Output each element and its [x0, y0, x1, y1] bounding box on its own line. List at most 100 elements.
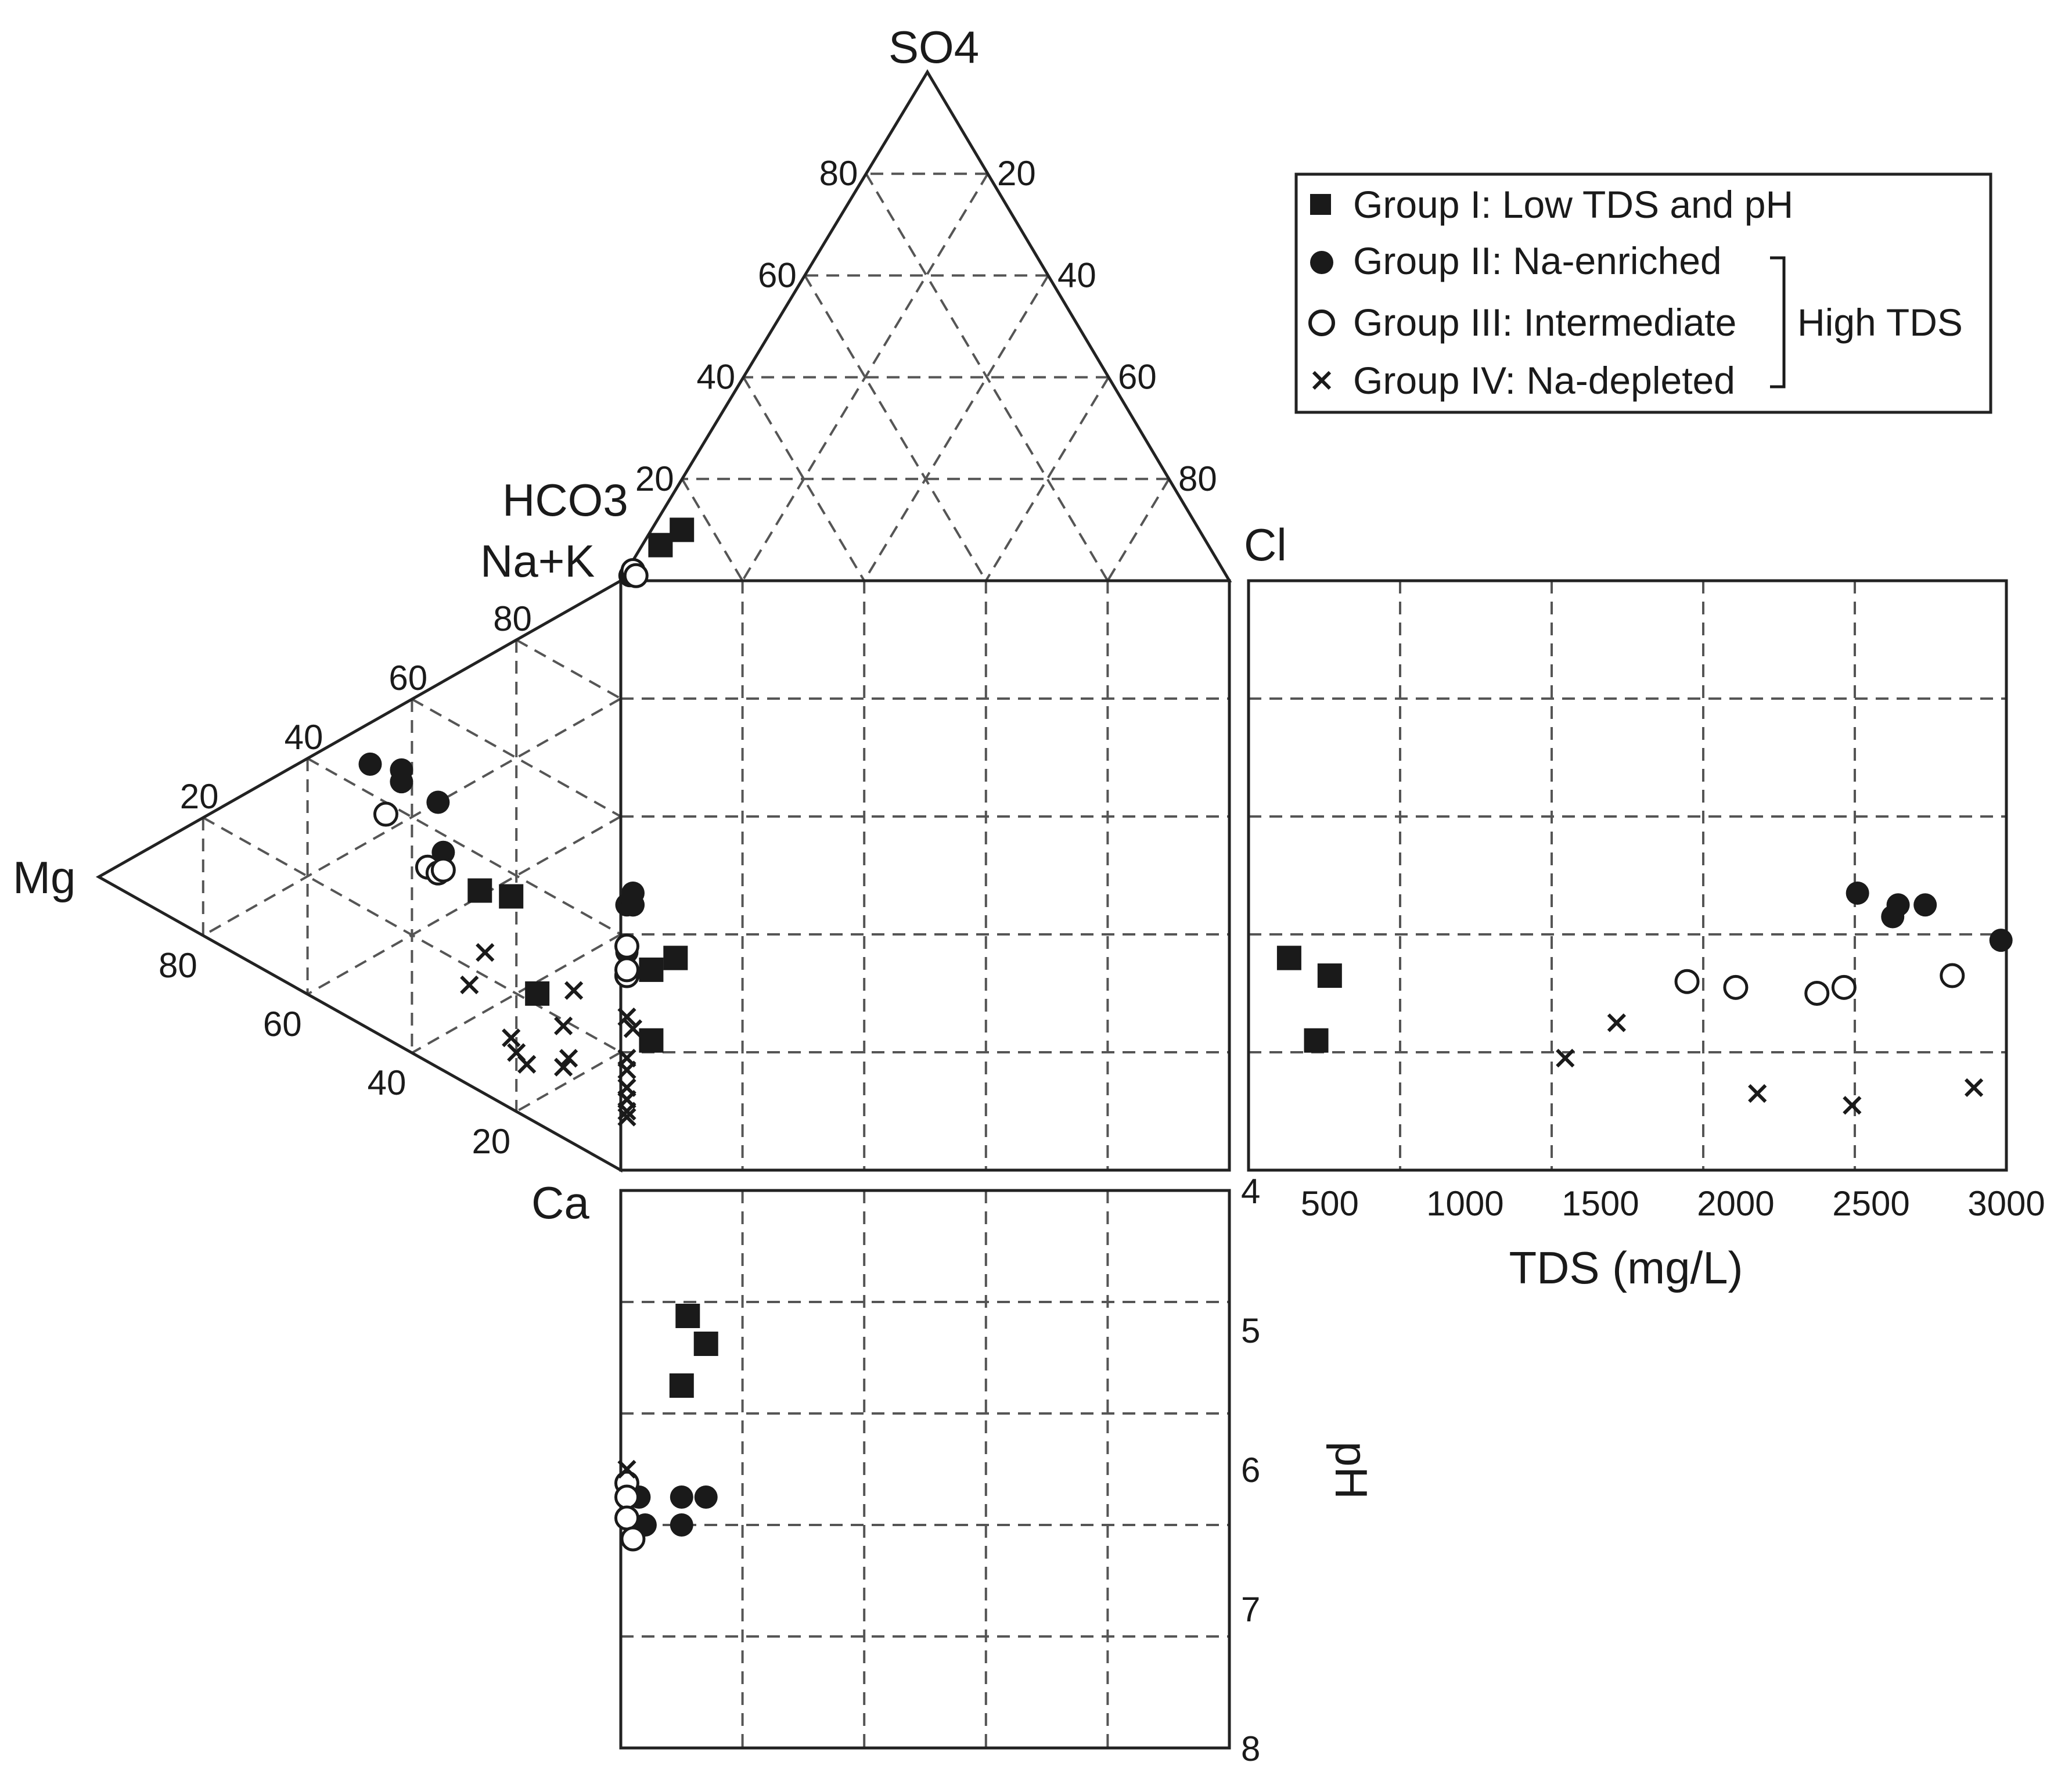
tds-data-point [1846, 881, 1869, 905]
tds-tick-label: 2000 [1697, 1184, 1774, 1223]
tds-data-point [1913, 893, 1937, 917]
tds-plot-frame [1247, 579, 2008, 1172]
nak-label: Na+K [480, 535, 595, 587]
tds-data-point [1674, 969, 1700, 994]
cation-triangle-grid [307, 815, 621, 995]
ph-data-point [617, 1459, 636, 1479]
cation-data-point [564, 981, 584, 1000]
cation-upper-tick-label: 80 [493, 599, 532, 638]
tds-tick-label: 1000 [1426, 1184, 1503, 1223]
cation-data-point [553, 1057, 573, 1077]
cation-upper-tick-label: 40 [285, 718, 323, 757]
cation-lower-tick-label: 20 [472, 1122, 510, 1161]
cation-data-point [476, 943, 495, 962]
tds-data-point [1843, 1096, 1862, 1115]
anion-left-tick-label: 80 [819, 154, 858, 193]
cation-triangle-grid [202, 816, 621, 1053]
data-points [358, 517, 2013, 1552]
tds-data-point [1317, 963, 1342, 988]
legend-label-group-1: Group I: Low TDS and pH [1353, 183, 1793, 226]
tds-data-point [1881, 905, 1905, 929]
cation-data-point [430, 857, 456, 883]
tds-data-point [1831, 974, 1857, 1000]
ph-data-point [670, 1513, 693, 1537]
square-data-point [639, 1028, 664, 1053]
anion-triangle-grid [742, 376, 865, 582]
anion-data-point [670, 517, 695, 542]
tds-data-point [1276, 945, 1301, 970]
legend-label-group-2: Group II: Na-enriched [1353, 239, 1722, 282]
tds-tick-label: 3000 [1967, 1184, 2045, 1223]
square-data-point [663, 945, 688, 970]
cation-data-point [553, 1016, 573, 1035]
anion-left-tick-label: 60 [758, 256, 797, 294]
cation-data-point [390, 758, 413, 782]
cation-data-point [502, 1028, 521, 1048]
cation-upper-tick-label: 20 [180, 777, 219, 816]
cation-data-point [499, 884, 524, 909]
tds-data-point [1556, 1049, 1575, 1068]
ph-data-point [669, 1373, 694, 1398]
anion-data-point [648, 533, 673, 557]
tds-data-point [1964, 1078, 1984, 1098]
cation-lower-tick-label: 80 [159, 946, 197, 985]
anion-right-tick-label: 60 [1118, 358, 1157, 397]
legend-label-group-3: Group III: Intermediate [1353, 301, 1736, 344]
tds-data-point [1723, 974, 1749, 1000]
ph-data-point [675, 1304, 700, 1328]
mg-label: Mg [13, 852, 75, 903]
square-data-point [617, 1049, 636, 1068]
ph-tick-label: 4 [1241, 1172, 1260, 1211]
legend-bracket [1770, 256, 1786, 389]
square-data-point [617, 1007, 636, 1027]
anion-triangle-grid [741, 173, 989, 582]
legend-label-group-4: Group IV: Na-depleted [1353, 359, 1735, 402]
ph-tick-label: 6 [1241, 1451, 1260, 1490]
cation-triangle-grid [411, 698, 621, 818]
cation-upper-tick-label: 60 [388, 659, 427, 697]
tds-data-point [1804, 981, 1830, 1006]
square-data-point [639, 957, 664, 982]
tds-tick-label: 2500 [1832, 1184, 1909, 1223]
cation-data-point [358, 752, 382, 776]
anion-left-tick-label: 40 [696, 358, 735, 397]
cation-data-point [426, 790, 450, 814]
cation-triangle-grid [307, 757, 621, 936]
anion-right-tick-label: 80 [1178, 459, 1217, 498]
tds-data-point [1989, 929, 2013, 952]
cation-data-point [525, 981, 550, 1006]
ph-data-point [620, 1526, 646, 1552]
anion-right-tick-label: 20 [997, 154, 1036, 193]
legend-marker-open-circle [1308, 310, 1335, 336]
tds-data-point [1304, 1028, 1329, 1053]
ph-data-point [693, 1332, 718, 1356]
legend-bracket-label: High TDS [1797, 301, 1963, 344]
ph-data-point [614, 1505, 639, 1531]
tds-tick-label: 500 [1301, 1184, 1359, 1223]
ph-plot-frame [619, 1189, 1231, 1750]
tds-data-point [1607, 1013, 1626, 1033]
cation-data-point [517, 1055, 537, 1074]
legend-marker-cross [1312, 370, 1332, 390]
cation-triangle-grid [202, 697, 621, 937]
square-data-point [614, 957, 639, 983]
ph-axis-title: pH [1326, 1441, 1377, 1499]
square-plot-frame [619, 579, 1231, 1172]
grid-lines [202, 172, 2006, 1748]
anion-triangle-grid [863, 275, 1049, 582]
ph-tick-label: 8 [1241, 1729, 1260, 1768]
cation-lower-tick-label: 60 [263, 1005, 302, 1044]
tds-axis-title: TDS (mg/L) [1509, 1242, 1743, 1293]
legend-box [1294, 172, 1992, 414]
ph-data-point [670, 1485, 693, 1509]
plot-frames [95, 69, 2008, 1750]
anion-right-tick-label: 40 [1057, 256, 1096, 294]
anion-triangle-grid [985, 376, 1110, 582]
cation-data-point [460, 975, 479, 995]
cl-label: Cl [1244, 519, 1287, 570]
anion-left-tick-label: 20 [635, 459, 674, 498]
cation-data-point [431, 840, 455, 864]
anion-triangle-grid [865, 173, 1109, 582]
